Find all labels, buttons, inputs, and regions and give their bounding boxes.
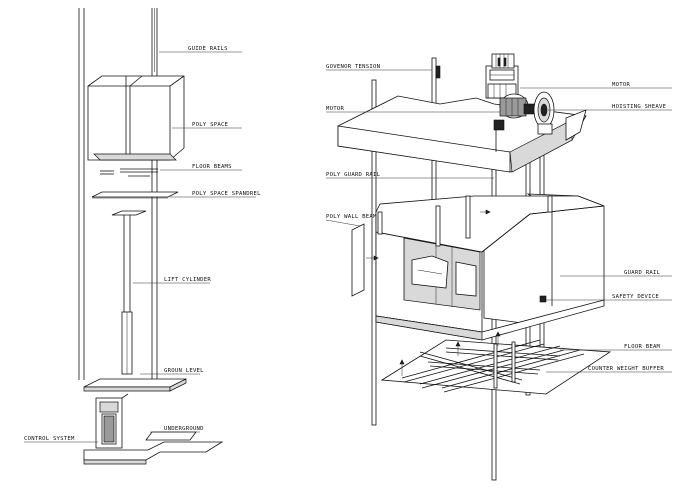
control-system-box [95, 393, 129, 449]
label-floor-beam: FLOOR BEAM [624, 344, 661, 350]
motor-assembly [485, 53, 555, 152]
underground-slab [83, 431, 224, 465]
label-motor-right: MOTOR [612, 82, 630, 88]
label-motor-left: MOTOR [326, 106, 344, 112]
label-poly-guard-rail: POLY GUARD RAIL [326, 172, 381, 178]
label-underground: UNDERGROUND [164, 426, 204, 432]
poly-space-spandrel-plate [91, 191, 179, 198]
label-counter-weight-buffer: COUNTER WEIGHT BUFFER [588, 366, 664, 372]
ground-level-slab [83, 378, 187, 392]
pit-floor-beams [380, 331, 612, 395]
label-hoisting-sheave: HOISTING SHEAVE [612, 104, 667, 110]
label-poly-space: POLY SPACE [192, 122, 229, 128]
label-control-system: CONTROL SYSTEM [24, 436, 75, 442]
left-labels: GUIDE RAILS POLY SPACE FLOOR BEAMS POLY … [24, 46, 261, 443]
label-poly-space-spandrel: POLY SPACE SPANDREL [192, 191, 261, 197]
label-floor-beams: FLOOR BEAMS [192, 164, 232, 170]
safety-device [539, 295, 547, 303]
label-groun-level: GROUN LEVEL [164, 368, 204, 374]
right-elevator-iso [337, 53, 612, 481]
label-safety-device: SAFETY DEVICE [612, 294, 659, 300]
elevator-car [351, 188, 605, 341]
label-govenor-tension: GOVENOR TENSION [326, 64, 380, 70]
label-poly-wall-beam: POLY WALL BEAM [326, 214, 377, 220]
label-guide-rails: GUIDE RAILS [188, 46, 228, 52]
label-lift-cylinder: LIFT CYLINDER [164, 277, 211, 283]
lift-cylinder [111, 210, 147, 375]
poly-space-box [87, 75, 185, 161]
label-guard-rail: GUARD RAIL [624, 270, 661, 276]
poly-wall-beam [351, 223, 365, 297]
floor-beams-small [100, 168, 158, 177]
right-labels: GOVENOR TENSION MOTOR MOTOR HOISTING SHE… [325, 64, 672, 373]
left-elevator-section [78, 8, 224, 465]
